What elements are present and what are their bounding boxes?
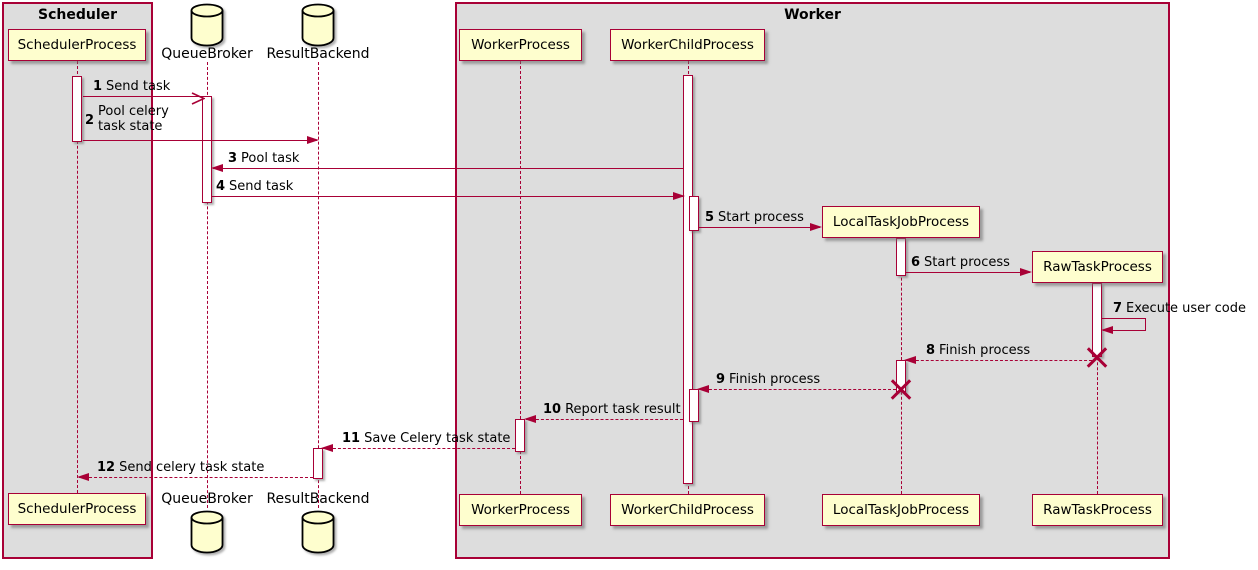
label-resultbackend-bottom: ResultBackend — [266, 491, 370, 507]
message-12-arrow — [77, 473, 313, 481]
arrowhead-icon — [1101, 326, 1113, 334]
activation-workerprocess — [515, 419, 525, 452]
message-7-arrow-top — [1102, 318, 1146, 319]
message-3-arrow — [211, 164, 683, 172]
message-7-arrow-bottom — [1101, 326, 1146, 334]
participant-localtaskjobprocess-created: LocalTaskJobProcess — [822, 206, 980, 238]
lifeline-queuebroker — [207, 62, 208, 508]
activation-resultbackend — [313, 448, 323, 479]
arrowhead-icon — [1020, 268, 1032, 276]
label-queuebroker-bottom: QueueBroker — [161, 491, 253, 507]
message-2-label: Pool celery task state — [98, 104, 169, 134]
participant-workerprocess-top: WorkerProcess — [459, 29, 582, 61]
database-icon-queuebroker-top — [190, 3, 224, 47]
participant-rawtaskprocess-bottom: RawTaskProcess — [1032, 494, 1163, 526]
lifeline-rawtaskprocess — [1097, 283, 1098, 494]
activation-workerchildprocess-nested-2 — [689, 389, 699, 422]
participant-schedulerprocess-bottom: SchedulerProcess — [8, 493, 146, 525]
lifeline-workerprocess — [520, 61, 521, 494]
lifeline-resultbackend — [318, 62, 319, 508]
arrowhead-icon — [697, 385, 709, 393]
message-7-arrow-side — [1145, 318, 1146, 330]
activation-schedulerprocess — [72, 76, 82, 142]
participant-workerchildprocess-bottom: WorkerChildProcess — [610, 494, 765, 526]
label-resultbackend-top: ResultBackend — [266, 46, 370, 62]
message-10-arrow — [524, 415, 683, 423]
lifeline-schedulerprocess — [77, 61, 78, 493]
message-8-arrow — [904, 356, 1092, 364]
arrowhead-icon — [810, 223, 822, 231]
message-6-arrow — [906, 268, 1032, 276]
arrowhead-icon — [673, 192, 685, 200]
destroy-icon-localtaskjobprocess — [889, 378, 913, 402]
message-9-arrow — [697, 385, 896, 393]
participant-schedulerprocess-top: SchedulerProcess — [8, 29, 146, 61]
arrowhead-icon — [524, 415, 536, 423]
participant-rawtaskprocess-created: RawTaskProcess — [1032, 251, 1163, 283]
frame-worker-title: Worker — [784, 7, 841, 23]
arrowhead-icon — [904, 356, 916, 364]
activation-localtaskjobprocess-1 — [896, 238, 906, 276]
message-4-arrow — [212, 192, 685, 200]
arrowhead-icon — [211, 164, 223, 172]
message-2-number: 2 — [85, 113, 95, 128]
arrowhead-icon — [307, 136, 319, 144]
destroy-icon-rawtaskprocess — [1085, 346, 1109, 370]
participant-localtaskjobprocess-bottom: LocalTaskJobProcess — [822, 494, 980, 526]
database-icon-queuebroker-bottom — [190, 510, 224, 554]
database-icon-resultbackend-top — [301, 3, 335, 47]
label-queuebroker-top: QueueBroker — [161, 46, 253, 62]
participant-workerprocess-bottom: WorkerProcess — [459, 494, 582, 526]
message-2-arrow — [83, 136, 319, 144]
message-11-arrow — [321, 444, 515, 452]
activation-queuebroker — [202, 96, 212, 203]
message-1-number: 1 — [93, 79, 103, 94]
database-icon-resultbackend-bottom — [301, 510, 335, 554]
open-arrowhead-icon — [191, 90, 206, 109]
arrowhead-icon — [77, 473, 89, 481]
participant-workerchildprocess-top: WorkerChildProcess — [610, 29, 765, 61]
frame-scheduler-title: Scheduler — [37, 7, 118, 23]
message-1-arrow — [83, 92, 206, 105]
activation-workerchildprocess-main — [683, 75, 693, 484]
message-5-arrow — [699, 223, 822, 231]
arrowhead-icon — [321, 444, 333, 452]
activation-workerchildprocess-nested-1 — [689, 196, 699, 231]
